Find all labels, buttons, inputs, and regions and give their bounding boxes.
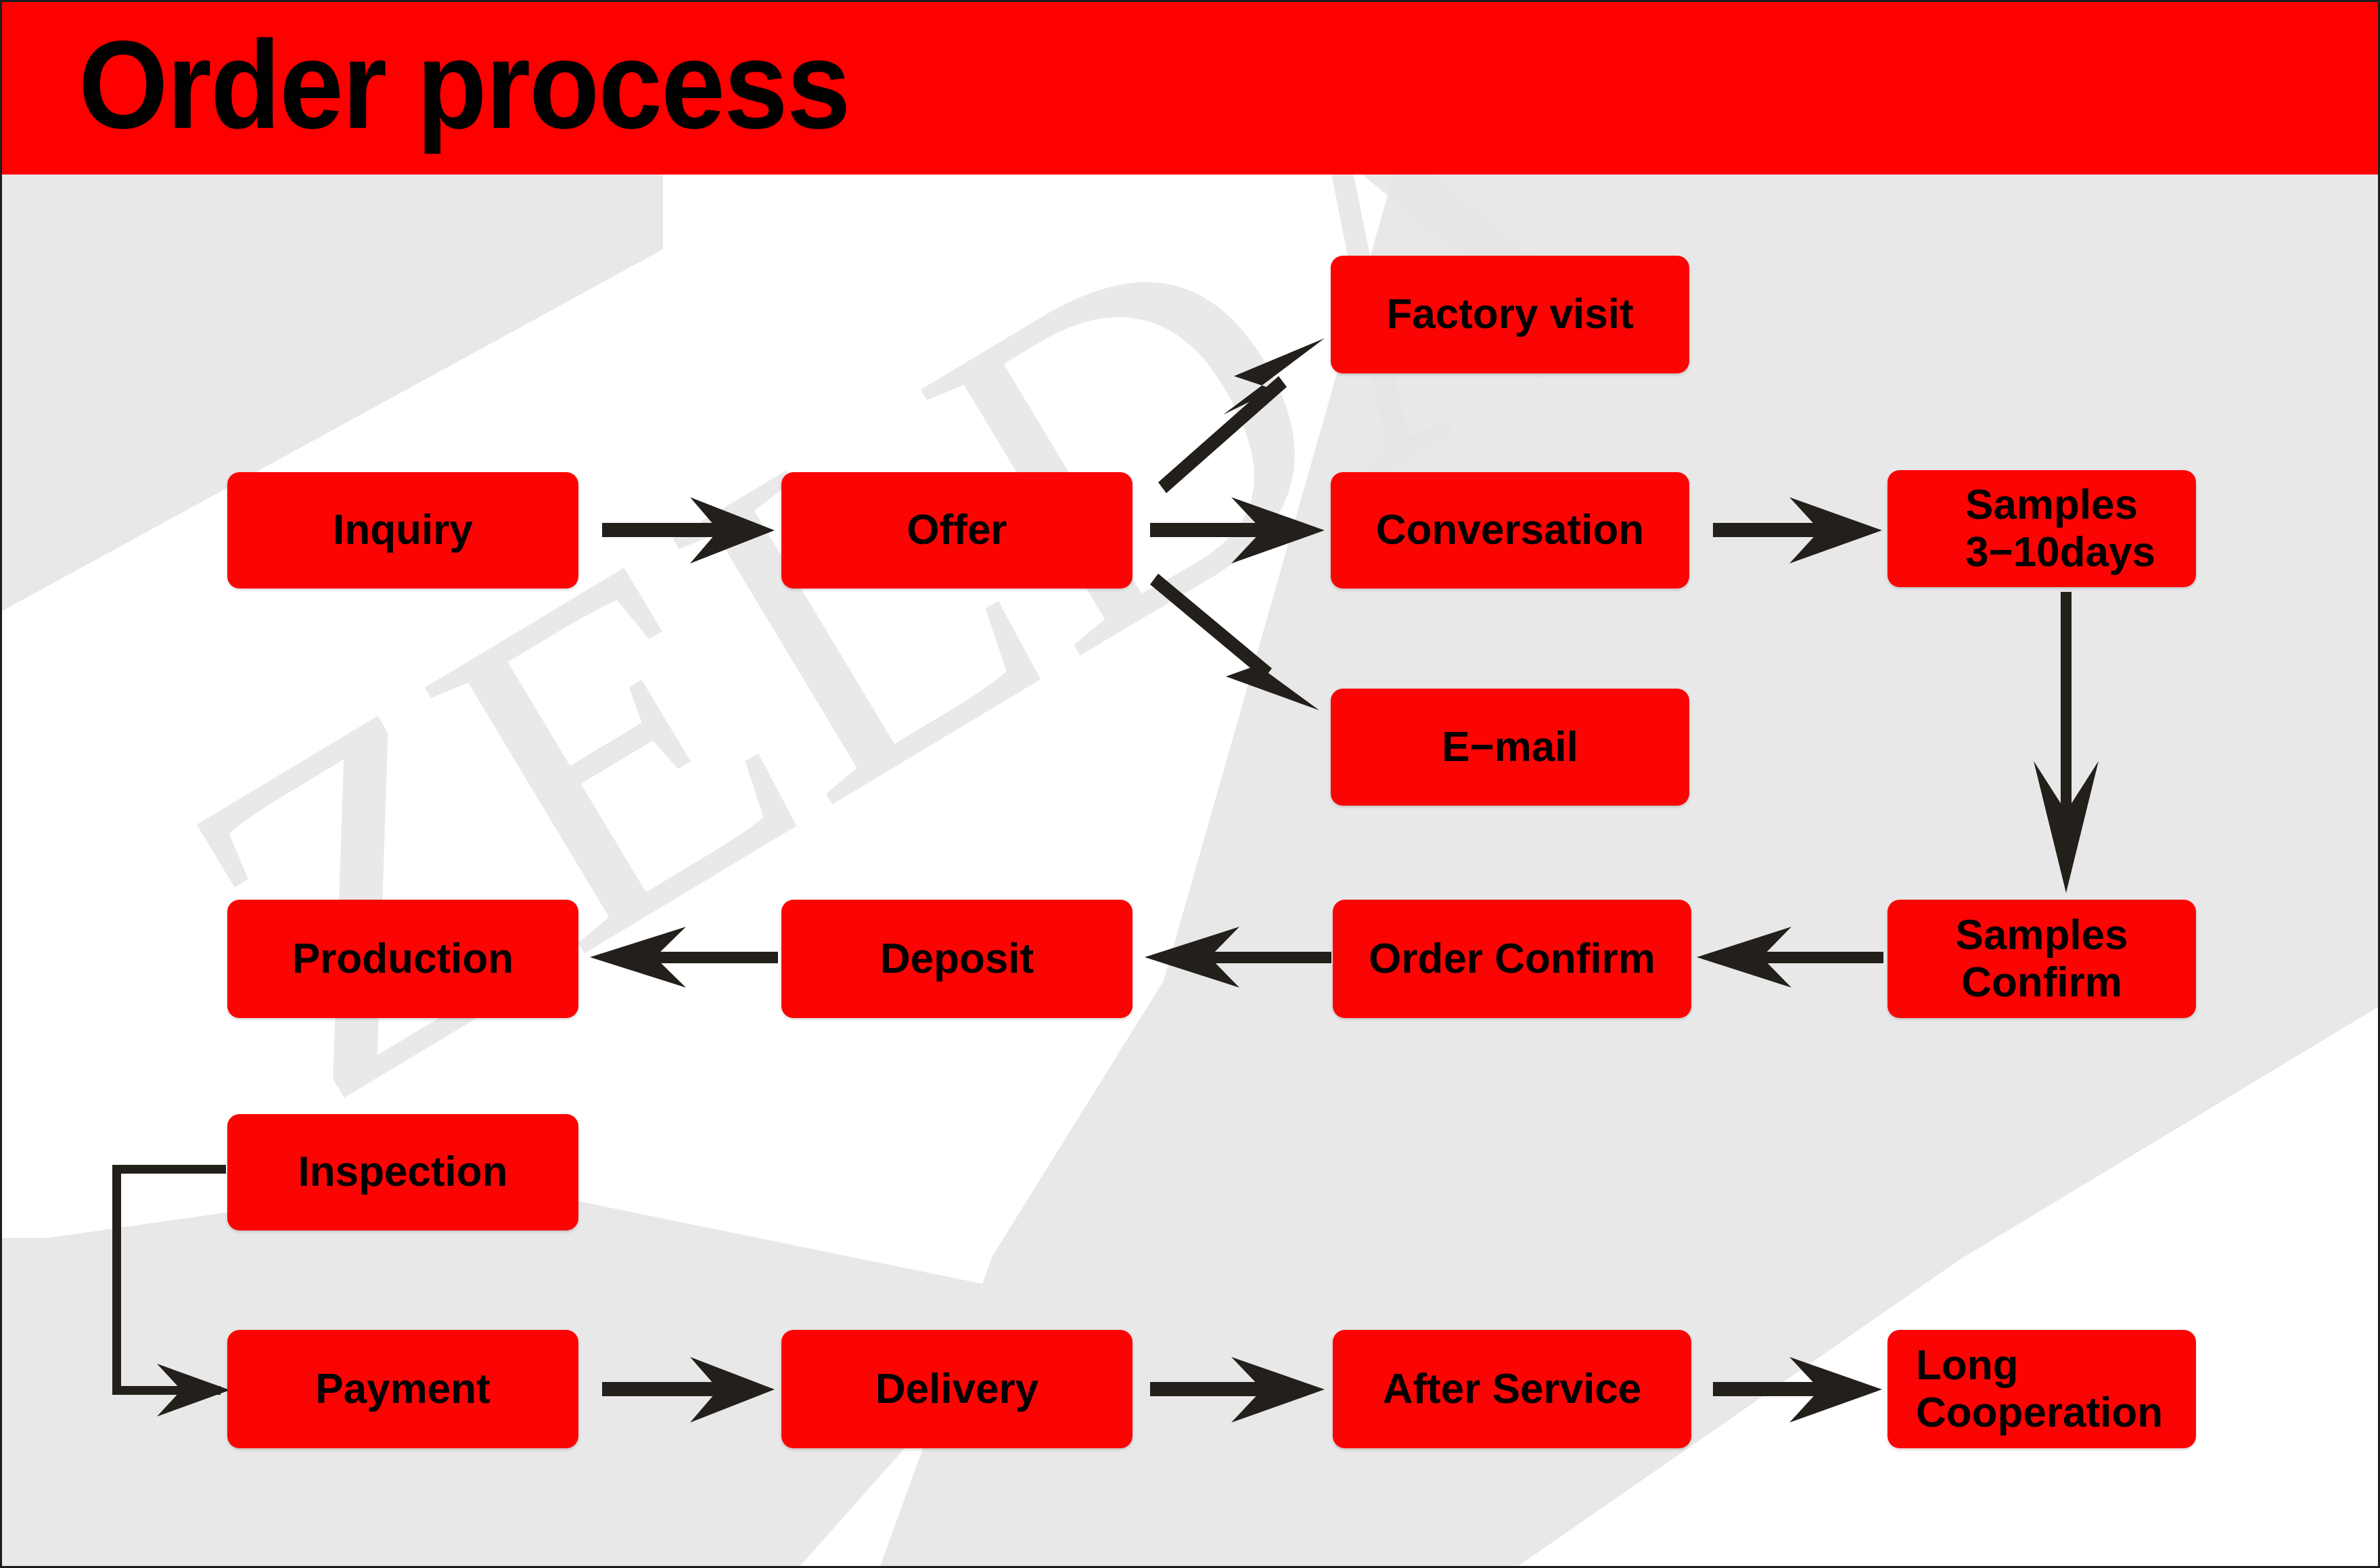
flow-node-label: After Service (1382, 1365, 1642, 1412)
flow-node-samples-days[interactable]: Samples 3−10days (1887, 470, 2196, 587)
flow-node-label: E−mail (1442, 723, 1578, 770)
flow-node-label: Samples Confirm (1955, 912, 2128, 1006)
flow-node-offer[interactable]: Offer (781, 472, 1132, 589)
flow-node-label: Factory visit (1386, 291, 1634, 338)
flow-node-factory-visit[interactable]: Factory visit (1331, 256, 1689, 373)
flow-node-delivery[interactable]: Delivery (781, 1330, 1132, 1448)
flow-node-email[interactable]: E−mail (1331, 689, 1689, 806)
flow-node-label: Payment (315, 1365, 490, 1412)
flow-node-label: Production (292, 935, 514, 982)
flow-node-label: Offer (907, 507, 1007, 554)
flow-node-payment[interactable]: Payment (227, 1330, 578, 1448)
flow-node-production[interactable]: Production (227, 900, 578, 1018)
flow-node-long-coop[interactable]: Long Cooperation (1887, 1330, 2196, 1448)
flow-node-order-confirm[interactable]: Order Confirm (1333, 900, 1691, 1018)
title-banner: Order process (0, 0, 2380, 175)
flow-node-after-service[interactable]: After Service (1333, 1330, 1691, 1448)
flow-node-label: Long Cooperation (1916, 1342, 2164, 1436)
flow-node-label: Delivery (875, 1365, 1039, 1412)
flow-node-label: Conversation (1375, 507, 1645, 554)
flow-node-inspection[interactable]: Inspection (227, 1114, 578, 1230)
flow-node-label: Inquiry (333, 507, 473, 554)
flow-node-label: Samples 3−10days (1965, 482, 2155, 576)
flow-node-label: Inspection (298, 1149, 508, 1196)
flow-node-samples-confirm[interactable]: Samples Confirm (1887, 900, 2196, 1018)
flow-node-conversation[interactable]: Conversation (1331, 472, 1689, 589)
flow-node-inquiry[interactable]: Inquiry (227, 472, 578, 589)
bg-shape-top-left (0, 175, 748, 612)
flow-node-deposit[interactable]: Deposit (781, 900, 1132, 1018)
page-title: Order process (78, 16, 850, 155)
flow-node-label: Deposit (879, 935, 1034, 982)
flow-node-label: Order Confirm (1369, 935, 1655, 982)
